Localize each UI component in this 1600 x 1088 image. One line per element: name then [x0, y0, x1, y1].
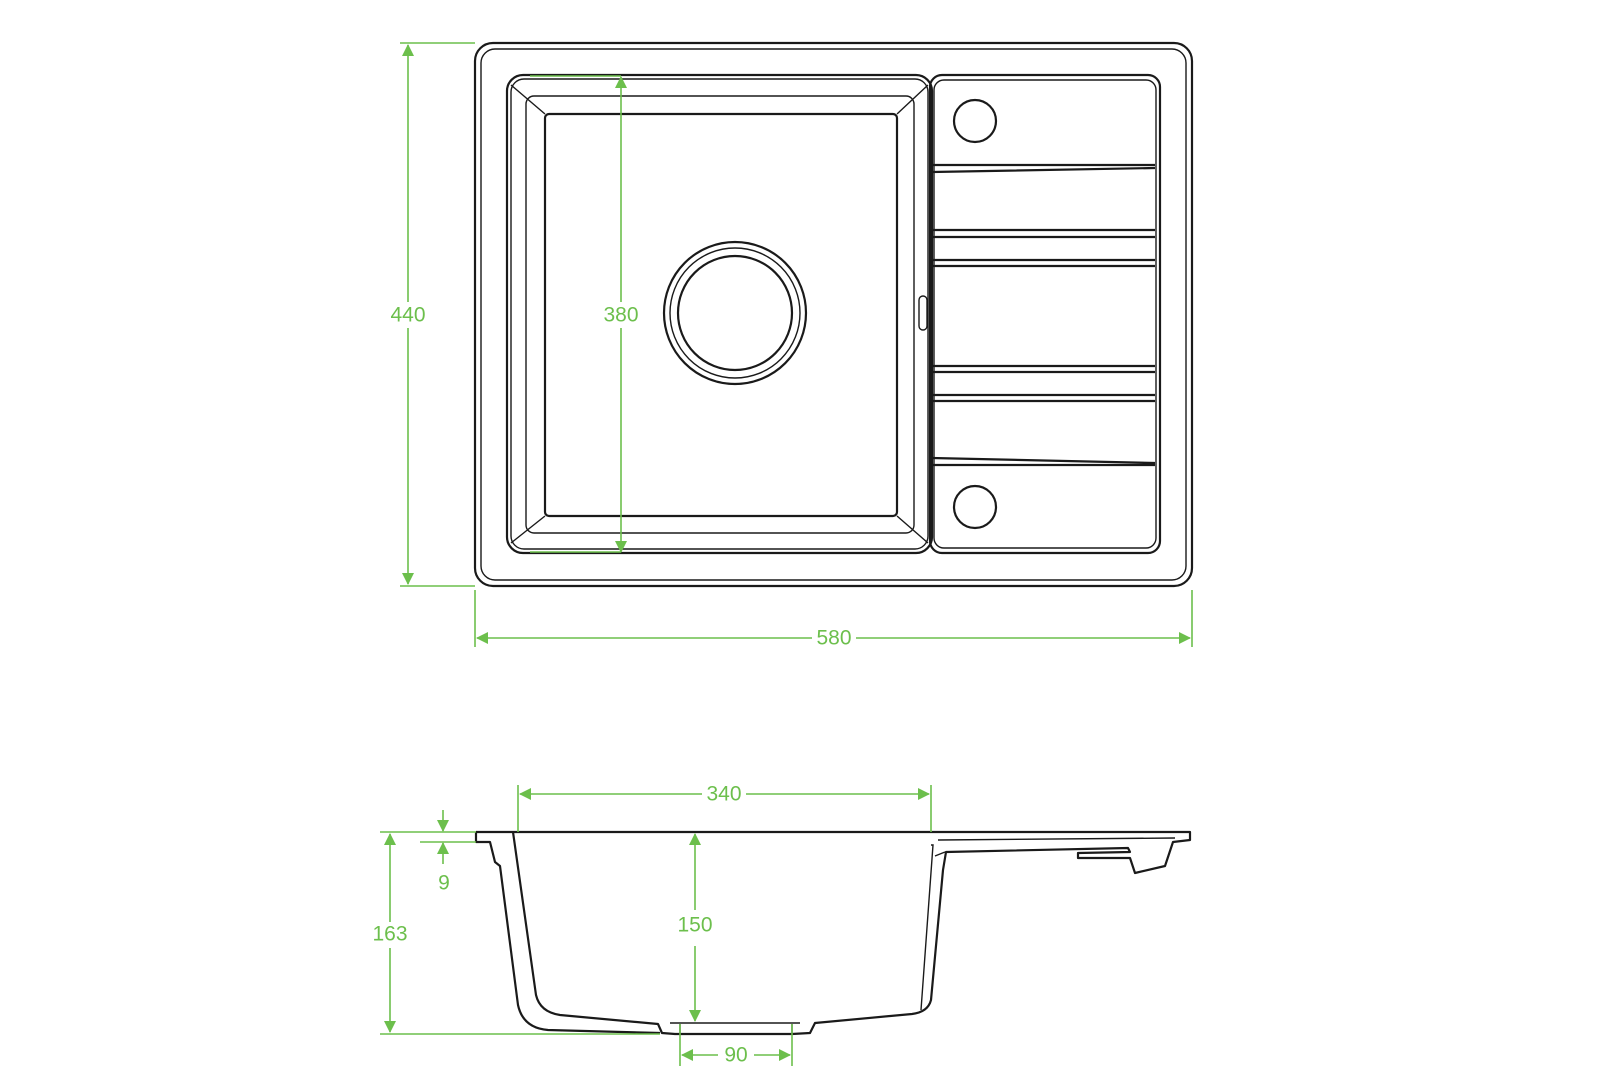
sink-rim-inner-edge	[480, 48, 1187, 581]
dimension-label: 340	[706, 783, 741, 806]
dimension-label: 90	[724, 1044, 747, 1067]
main-bowl	[505, 73, 934, 555]
dimension-label: 580	[816, 627, 851, 650]
dimension-label: 380	[603, 304, 638, 327]
dimension-rim-thickness: 9	[380, 810, 476, 895]
dimension-overall-depth: 440	[388, 42, 475, 587]
dimension-label: 9	[438, 872, 450, 895]
dimension-label: 163	[372, 923, 407, 946]
sink-outer-rim	[473, 41, 1194, 588]
drainer-board	[928, 73, 1162, 555]
sink-profile	[474, 830, 1192, 1036]
tap-hole-icon	[952, 484, 998, 530]
dimension-bowl-depth: 380	[530, 75, 643, 553]
dimension-bowl-width: 340	[517, 782, 932, 832]
dimension-overall-height: 163	[368, 833, 660, 1035]
section-view: 340 9 163 150 90	[368, 782, 1192, 1068]
overflow-icon	[918, 295, 928, 331]
dimension-bowl-height: 150	[673, 833, 717, 1022]
dimension-label: 150	[677, 914, 712, 937]
dimension-overall-width: 580	[474, 590, 1193, 650]
tap-hole-icon	[952, 98, 998, 144]
drain-icon	[662, 240, 808, 386]
top-view: 440 380 580	[388, 41, 1194, 650]
dimension-label: 440	[390, 304, 425, 327]
dimension-drain-width: 90	[679, 1024, 793, 1068]
